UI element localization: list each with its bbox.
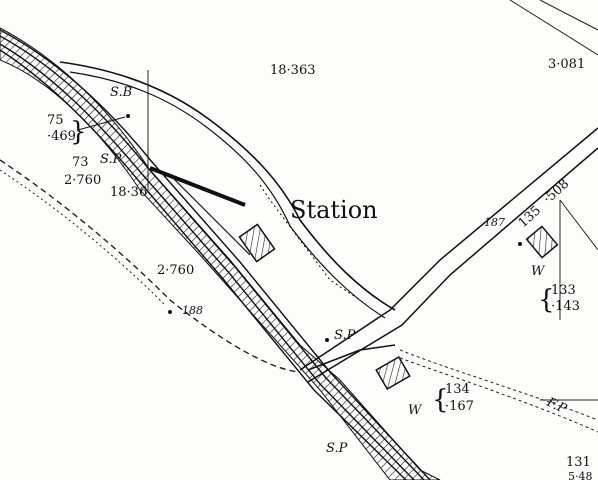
main-road [299,127,598,383]
signal-post-label-a: S.P [100,152,122,167]
parcel-75-brace: } [70,117,87,147]
cottage-building [375,355,411,391]
station-approach [59,61,396,319]
parcel-73-area: 2·760 [64,173,101,188]
parcel-area-top-center: 18·363 [270,63,316,78]
parcel-75-number: 75 [47,113,64,128]
parcel-133-brace: { [538,285,555,315]
parcel-133-number: 133 [551,283,576,298]
parcel-134-area: ·167 [445,399,474,414]
signal-post-label-b: S.P [334,328,356,343]
parcel-73-number: 73 [72,155,89,170]
house-building [525,225,559,259]
well-label-b: W [408,403,423,418]
railway-embankment [0,27,441,480]
railway-tracks [0,29,431,480]
footpath-label: F.P [543,395,568,418]
well-label-a: W [531,264,546,279]
parcel-134-number: 134 [445,382,470,397]
station-label: Station [290,196,378,224]
road-135-area: ·508 [541,176,573,207]
bench-mark-187: 187 [484,216,505,229]
parcel-75-leader [77,116,126,131]
parcel-131-number: 131 [566,455,591,470]
parcel-75-area: ·469 [47,129,76,144]
signal-box-label: S.B [110,85,132,100]
signal-post-label-c: S.P [326,441,348,456]
parcel-boundaries [0,0,598,433]
parcel-area-top-right: 3·081 [548,57,585,72]
parcel-134-brace: { [432,385,449,415]
road-135-number: 135 [516,203,544,231]
track-parcel-area: 18·36 [110,185,147,200]
station-building [238,223,276,263]
bench-marks [126,114,522,342]
parcel-133-area: ·143 [551,299,580,314]
bench-mark-188: 188 [182,304,203,317]
parcel-131-area: 5·48 [568,470,593,480]
parcel-area-left: 2·760 [157,263,194,278]
